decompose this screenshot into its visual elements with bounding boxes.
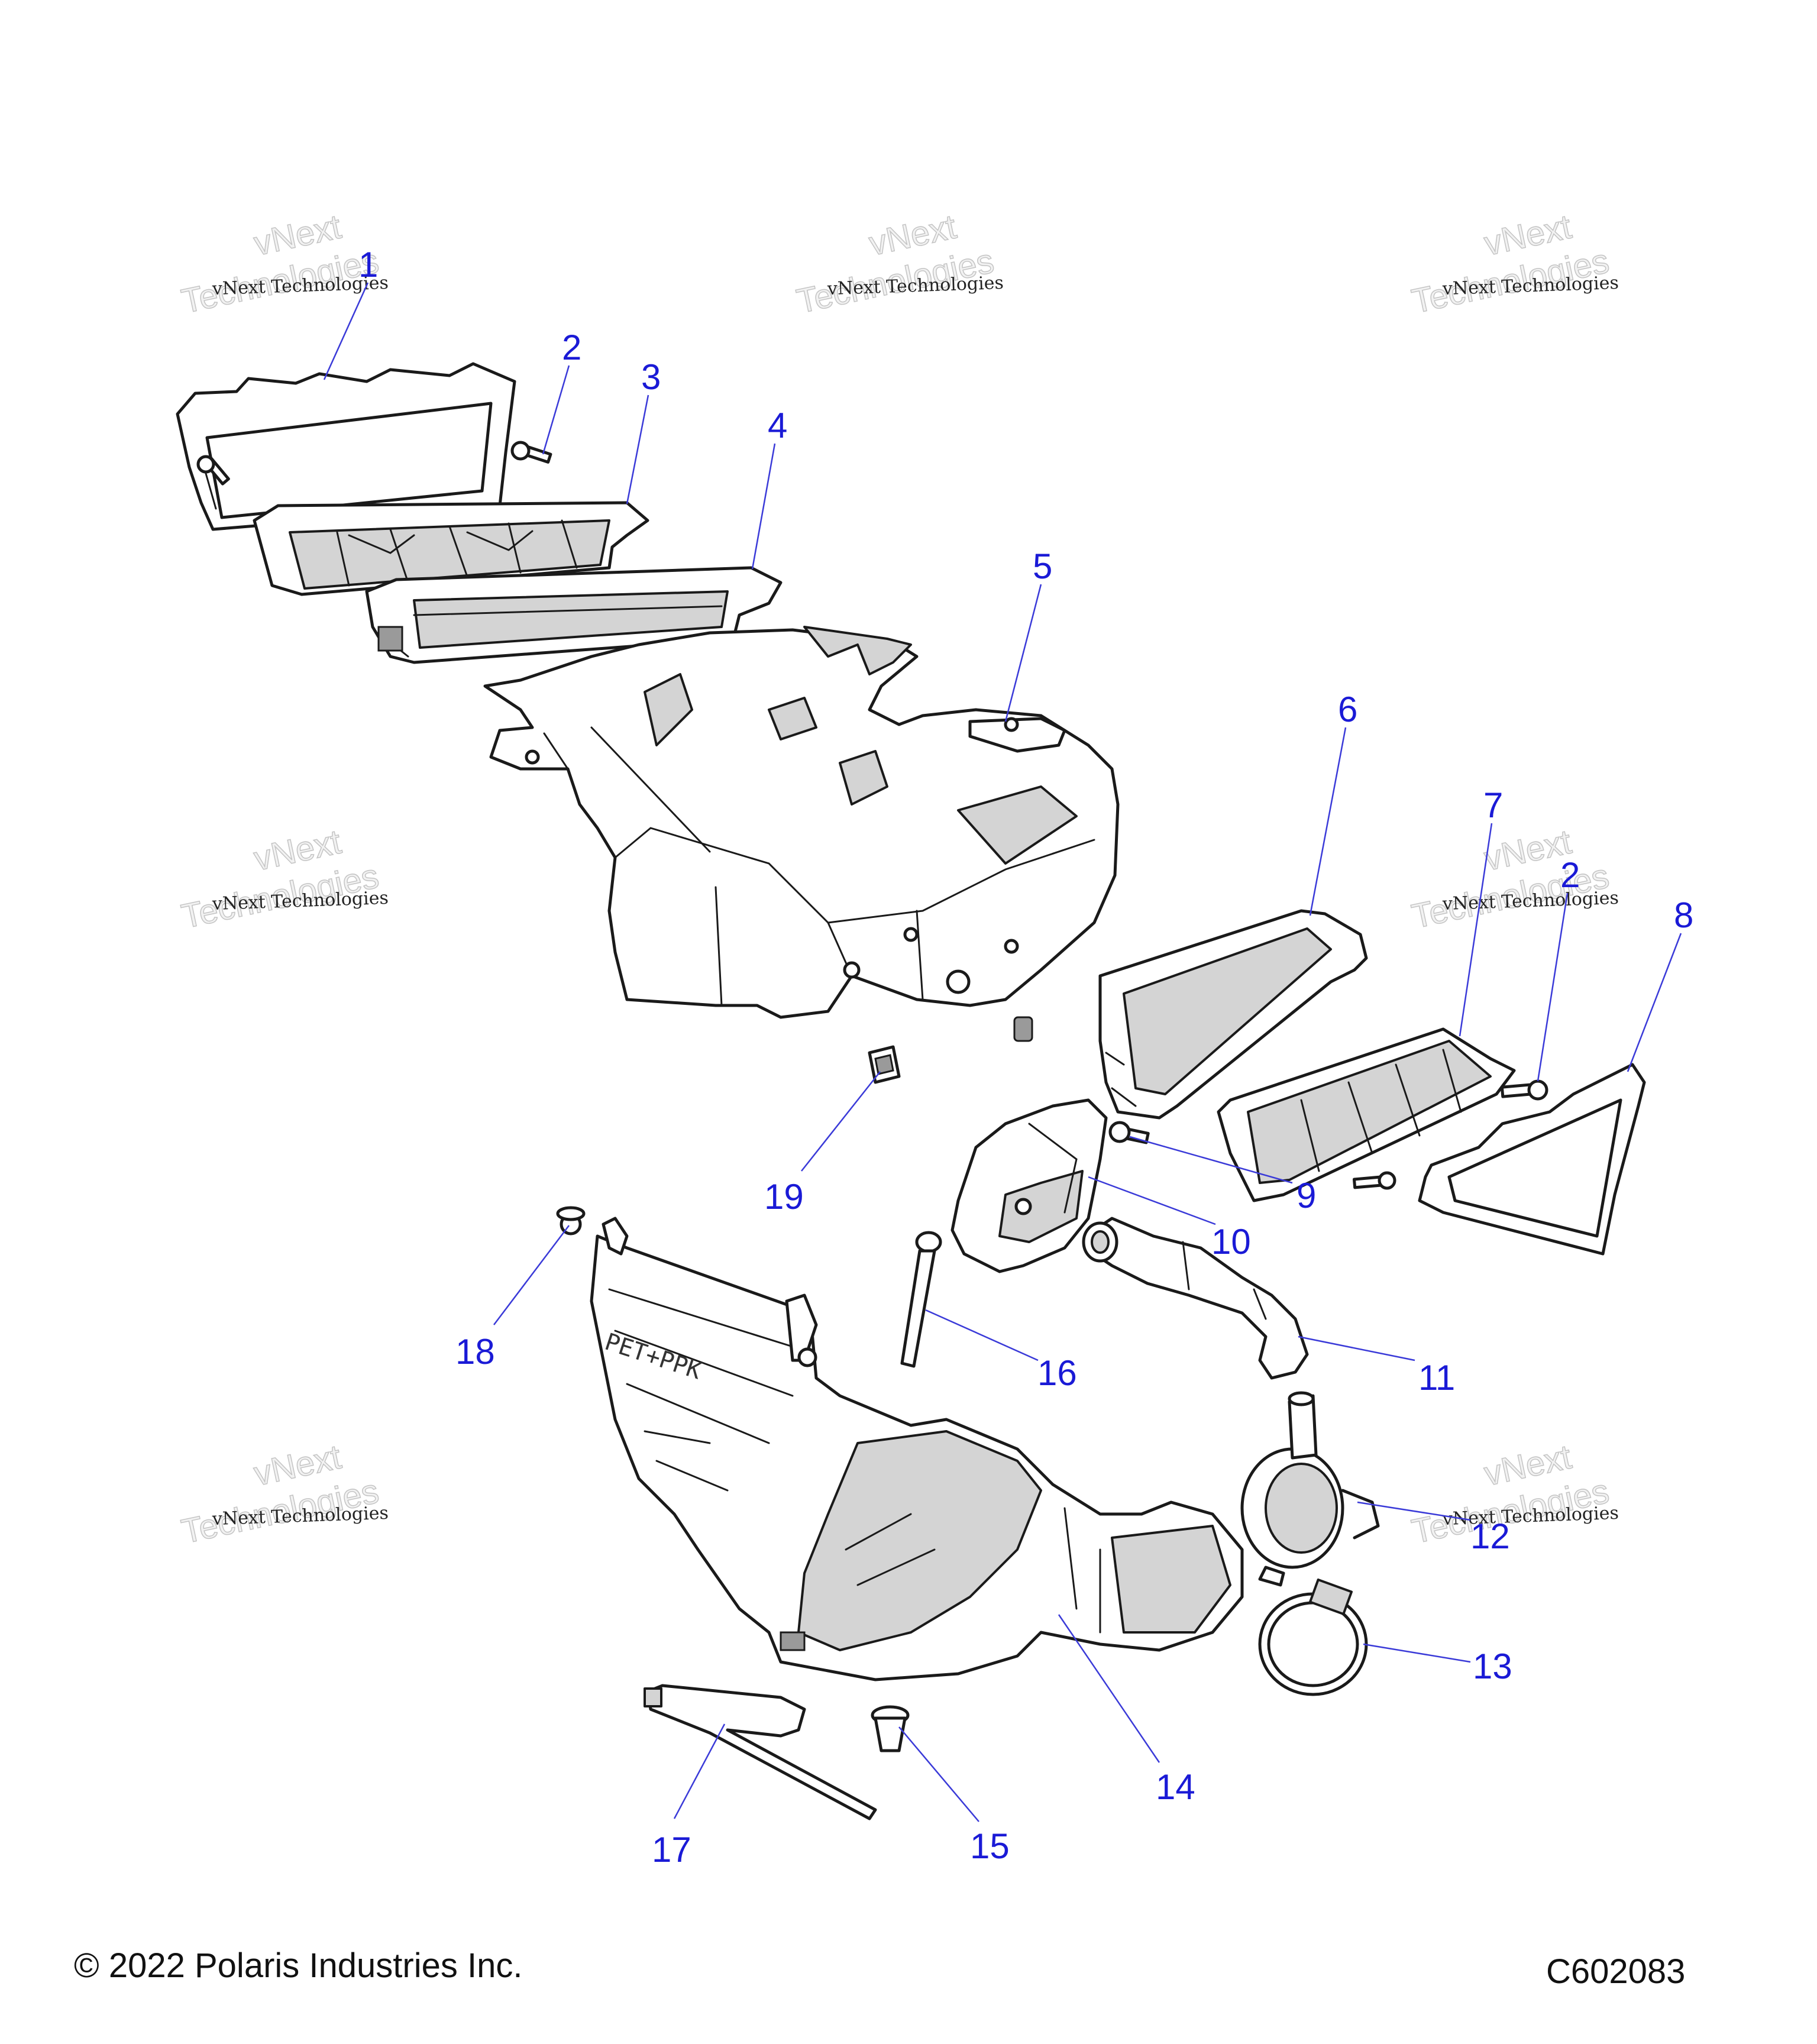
leader-10 bbox=[1088, 1176, 1216, 1225]
callout-13: 13 bbox=[1473, 1647, 1512, 1686]
leader-16 bbox=[925, 1309, 1039, 1361]
callout-2-lower: 2 bbox=[1560, 855, 1580, 895]
leader-8 bbox=[1627, 933, 1682, 1072]
watermark-mid-right: vNext Technologies vNext Technologies bbox=[1408, 822, 1619, 936]
leader-12 bbox=[1357, 1501, 1471, 1521]
part-cover bbox=[950, 1098, 1108, 1273]
part-nut-clip bbox=[868, 1045, 901, 1084]
callout-labels: 1 2 3 4 5 6 7 2 8 9 10 11 12 13 14 15 16… bbox=[358, 245, 1693, 1870]
leader-lines bbox=[323, 282, 1682, 1822]
part-coupler bbox=[1240, 1391, 1380, 1587]
part-louver-lower bbox=[1217, 1027, 1516, 1202]
callout-3: 3 bbox=[641, 357, 661, 397]
watermark-top-right: vNext Technologies vNext Technologies bbox=[1408, 207, 1619, 321]
callout-4: 4 bbox=[768, 406, 787, 445]
watermark-low-right: vNext Technologies vNext Technologies bbox=[1408, 1437, 1619, 1551]
part-screw-cover bbox=[1108, 1121, 1150, 1144]
part-louver-upper bbox=[253, 501, 649, 596]
leader-18 bbox=[493, 1225, 570, 1325]
part-gasket-upper bbox=[176, 362, 516, 531]
leader-9 bbox=[1129, 1136, 1293, 1184]
part-screw-lower bbox=[1352, 1079, 1548, 1190]
part-rod bbox=[900, 1231, 942, 1368]
leader-17 bbox=[673, 1723, 726, 1819]
leader-2-lower bbox=[1537, 892, 1569, 1082]
callout-10: 10 bbox=[1211, 1222, 1251, 1262]
watermark-mid-left: vNext Technologies vNext Technologies bbox=[178, 822, 389, 936]
part-gasket-lower bbox=[1418, 1063, 1646, 1256]
leader-13 bbox=[1363, 1643, 1471, 1663]
callout-9: 9 bbox=[1297, 1176, 1316, 1215]
watermark-low-left: vNext Technologies vNext Technologies bbox=[178, 1437, 389, 1551]
leader-2-upper bbox=[542, 365, 570, 455]
callout-8: 8 bbox=[1674, 895, 1693, 935]
callout-14: 14 bbox=[1156, 1767, 1195, 1807]
part-duct-adapter-lower bbox=[1098, 909, 1368, 1120]
part-airbox-housing bbox=[483, 626, 1120, 1042]
callout-6: 6 bbox=[1338, 690, 1357, 729]
callout-16: 16 bbox=[1037, 1353, 1077, 1393]
callout-7: 7 bbox=[1483, 785, 1503, 825]
part-hose-clamp bbox=[1258, 1578, 1368, 1696]
watermark-top-center: vNext Technologies vNext Technologies bbox=[793, 207, 1004, 321]
leader-5 bbox=[1004, 584, 1042, 722]
callout-11: 11 bbox=[1418, 1358, 1455, 1398]
part-push-rivet bbox=[871, 1705, 910, 1752]
part-flange-screw bbox=[556, 1206, 586, 1236]
callout-5: 5 bbox=[1033, 546, 1052, 586]
callout-2-upper: 2 bbox=[562, 328, 581, 367]
leader-11 bbox=[1298, 1335, 1415, 1361]
leader-19 bbox=[801, 1071, 881, 1172]
leader-6 bbox=[1309, 727, 1347, 916]
callout-15: 15 bbox=[970, 1826, 1010, 1866]
leader-15 bbox=[898, 1726, 979, 1822]
part-screw-upper bbox=[196, 441, 552, 486]
part-vent-tube bbox=[1082, 1217, 1309, 1380]
callout-18: 18 bbox=[455, 1332, 495, 1372]
leader-3 bbox=[626, 394, 649, 504]
callout-19: 19 bbox=[764, 1177, 804, 1217]
leader-14 bbox=[1058, 1614, 1160, 1763]
copyright-notice: © 2022 Polaris Industries Inc. bbox=[74, 1946, 523, 1985]
leader-1 bbox=[323, 282, 369, 380]
part-cable-tie bbox=[644, 1684, 877, 1820]
callout-17: 17 bbox=[652, 1830, 691, 1870]
leader-7 bbox=[1459, 823, 1493, 1037]
leader-4 bbox=[751, 443, 776, 570]
callout-12: 12 bbox=[1470, 1516, 1510, 1556]
part-intake-duct: PET+PPK bbox=[590, 1217, 1244, 1681]
diagram-code: C602083 bbox=[1546, 1952, 1686, 1991]
callout-1: 1 bbox=[358, 245, 378, 284]
